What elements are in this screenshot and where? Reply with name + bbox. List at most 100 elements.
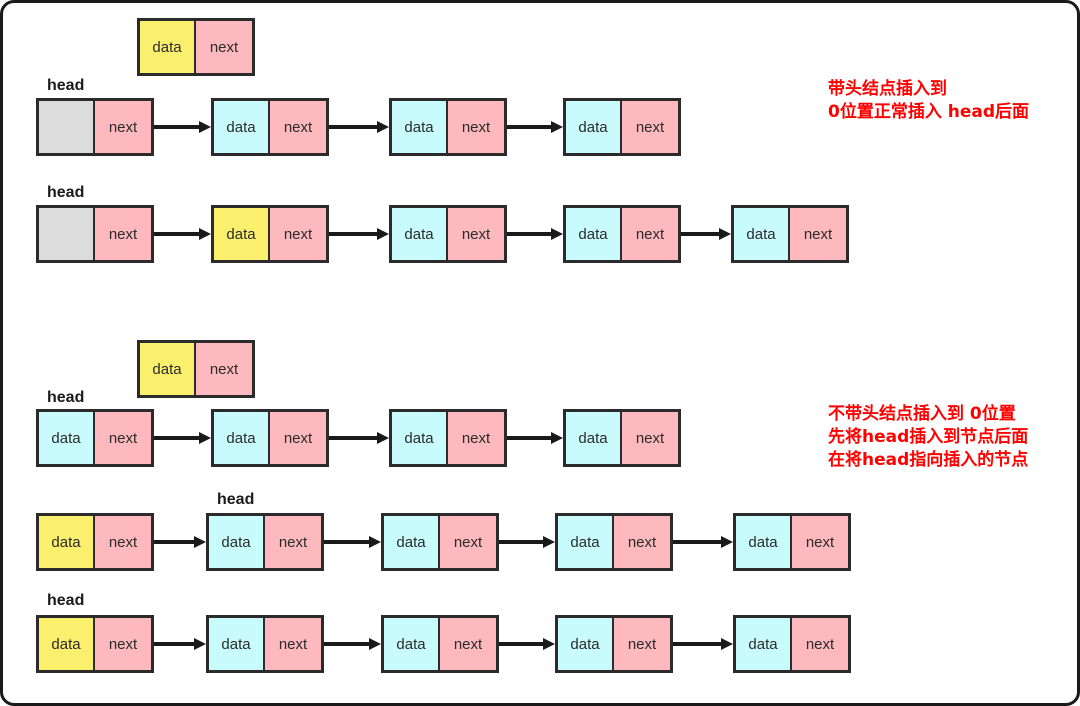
next-pointer-arrow-icon	[681, 228, 731, 240]
node-data-cell: data	[39, 412, 95, 464]
node-data-cell: data	[566, 101, 622, 153]
arrow-shaft	[673, 540, 722, 544]
node-next-cell: next	[792, 516, 848, 568]
node-next-cell: next	[448, 412, 504, 464]
arrow-shaft	[329, 232, 378, 236]
next-pointer-arrow-icon	[499, 536, 555, 548]
arrow-head	[551, 228, 563, 240]
node-next-cell: next	[270, 412, 326, 464]
node-next-cell: next	[792, 618, 848, 670]
arrow-head	[721, 536, 733, 548]
node-data-cell-empty	[39, 208, 95, 260]
next-pointer-arrow-icon	[673, 536, 733, 548]
node-data-cell: data	[209, 516, 265, 568]
arrow-head	[194, 536, 206, 548]
next-pointer-arrow-icon	[499, 638, 555, 650]
node-data-cell: data	[558, 516, 614, 568]
arrow-shaft	[154, 125, 200, 129]
next-pointer-arrow-icon	[324, 536, 381, 548]
node-data-cell: data	[734, 208, 790, 260]
next-pointer-arrow-icon	[507, 228, 563, 240]
node-next-cell: next	[790, 208, 846, 260]
node-next-cell: next	[622, 412, 678, 464]
node-data-cell: data	[736, 618, 792, 670]
head-pointer-label: head	[47, 184, 85, 201]
node-next-cell: next	[440, 516, 496, 568]
node-next-cell: next	[265, 516, 321, 568]
arrow-shaft	[324, 540, 370, 544]
next-pointer-arrow-icon	[154, 432, 211, 444]
node-data-cell: data	[384, 516, 440, 568]
node-data-cell: data	[392, 208, 448, 260]
annotation-line: 在将head指向插入的节点	[828, 449, 1029, 470]
arrow-head	[721, 638, 733, 650]
arrow-shaft	[507, 125, 552, 129]
arrow-head	[719, 228, 731, 240]
head-pointer-label: head	[47, 77, 85, 94]
node-data-cell: data	[214, 412, 270, 464]
node-data-cell: data	[214, 208, 270, 260]
arrow-head	[369, 536, 381, 548]
node-data-cell: data	[39, 516, 95, 568]
node-next-cell: next	[95, 208, 151, 260]
node-next-cell: next	[448, 101, 504, 153]
arrow-shaft	[681, 232, 720, 236]
node-data-cell: data	[566, 208, 622, 260]
arrow-shaft	[499, 642, 544, 646]
arrow-shaft	[329, 436, 378, 440]
arrow-shaft	[507, 436, 552, 440]
next-pointer-arrow-icon	[329, 228, 389, 240]
arrow-shaft	[329, 125, 378, 129]
arrow-head	[543, 638, 555, 650]
node-next-cell: next	[448, 208, 504, 260]
node-data-cell: data	[566, 412, 622, 464]
node-next-cell: next	[440, 618, 496, 670]
node-next-cell: next	[265, 618, 321, 670]
next-pointer-arrow-icon	[507, 432, 563, 444]
arrow-shaft	[154, 540, 195, 544]
node-next-cell: next	[270, 101, 326, 153]
annotation-line: 不带头结点插入到 0位置	[828, 404, 1016, 424]
node-next-cell: next	[270, 208, 326, 260]
node-next-cell: next	[196, 343, 252, 395]
arrow-head	[551, 432, 563, 444]
node-data-cell: data	[392, 101, 448, 153]
arrow-head	[369, 638, 381, 650]
arrow-shaft	[154, 436, 200, 440]
node-next-cell: next	[95, 516, 151, 568]
node-data-cell: data	[392, 412, 448, 464]
list-node: next	[36, 205, 154, 263]
annotation-line: 先将head插入到节点后面	[828, 426, 1029, 447]
node-next-cell: next	[614, 618, 670, 670]
arrow-head	[543, 536, 555, 548]
arrow-head	[377, 228, 389, 240]
arrow-head	[199, 121, 211, 133]
node-data-cell: data	[140, 343, 196, 395]
arrow-head	[199, 432, 211, 444]
next-pointer-arrow-icon	[507, 121, 563, 133]
next-pointer-arrow-icon	[154, 121, 211, 133]
annotation-line: 0位置正常插入 head后面	[828, 101, 1030, 122]
next-pointer-arrow-icon	[154, 228, 211, 240]
arrow-shaft	[499, 540, 544, 544]
head-pointer-label: head	[47, 389, 85, 406]
arrow-head	[377, 121, 389, 133]
